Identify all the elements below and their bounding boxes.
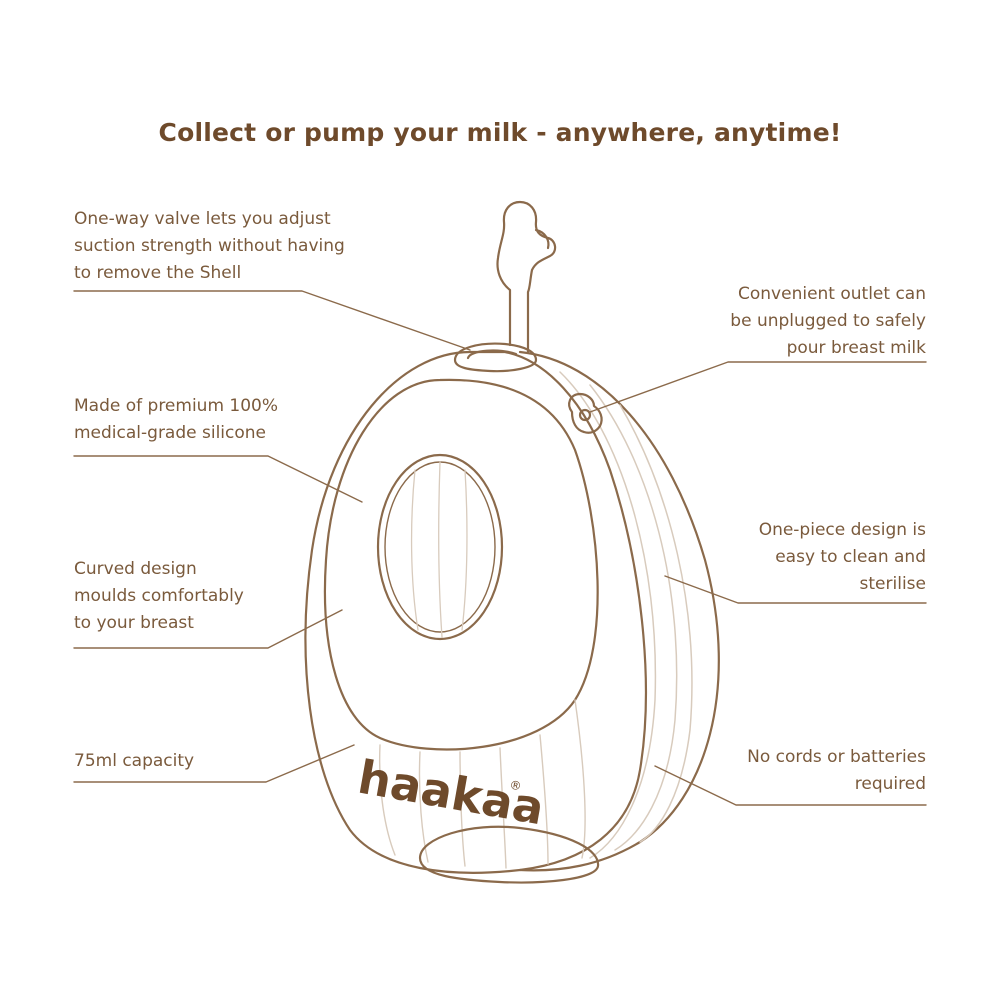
callout-one-piece: One-piece design is easy to clean and st… xyxy=(759,517,926,598)
callout-line: medical-grade silicone xyxy=(74,423,267,443)
callout-outlet: Convenient outlet can be unplugged to sa… xyxy=(730,281,926,362)
leader-valve xyxy=(73,290,471,351)
callout-line: Curved design xyxy=(74,559,197,579)
callout-line: Convenient outlet can xyxy=(738,284,926,304)
leader-silicone xyxy=(73,455,363,503)
leader-onepiece xyxy=(664,575,927,604)
bottom-spout xyxy=(418,825,600,884)
callout-line: 75ml capacity xyxy=(74,751,195,771)
leader-outlet xyxy=(589,361,927,413)
callout-line: required xyxy=(854,774,926,794)
leader-curved xyxy=(73,609,343,649)
shell-lower-ribs xyxy=(378,699,586,869)
callout-no-cords: No cords or batteries required xyxy=(747,744,926,798)
callout-line: be unplugged to safely xyxy=(730,311,926,331)
valve-collar xyxy=(453,342,538,373)
callout-line: Made of premium 100% xyxy=(74,396,279,416)
page-title: Collect or pump your milk - anywhere, an… xyxy=(158,118,842,147)
callout-leaders xyxy=(73,290,927,806)
shell-front-outline xyxy=(304,350,647,874)
callout-line: No cords or batteries xyxy=(747,747,926,767)
outlet-plug xyxy=(568,392,603,434)
callout-silicone: Made of premium 100% medical-grade silic… xyxy=(74,393,278,447)
valve-stem xyxy=(496,200,557,354)
flange-opening xyxy=(376,453,504,641)
callout-line: easy to clean and xyxy=(775,547,926,567)
callout-line: moulds comfortably xyxy=(74,586,244,606)
callout-line: pour breast milk xyxy=(786,338,926,358)
brand-logo: haakaa ® xyxy=(354,750,548,836)
callout-line: suction strength without having xyxy=(74,236,345,256)
callout-line: sterilise xyxy=(859,574,926,594)
callout-line: One-piece design is xyxy=(758,520,926,540)
shell-side-ribs xyxy=(559,371,693,859)
callout-curved-design: Curved design moulds comfortably to your… xyxy=(74,556,244,637)
leader-cords xyxy=(654,765,927,806)
callout-line: One-way valve lets you adjust xyxy=(74,209,331,229)
callout-line: to your breast xyxy=(74,613,194,633)
brand-registered-mark: ® xyxy=(508,778,522,794)
flange-ring xyxy=(323,378,599,751)
callout-capacity: 75ml capacity xyxy=(74,748,194,775)
leader-capacity xyxy=(73,744,355,783)
callout-one-way-valve: One-way valve lets you adjust suction st… xyxy=(74,206,345,287)
callout-line: to remove the Shell xyxy=(74,263,242,283)
